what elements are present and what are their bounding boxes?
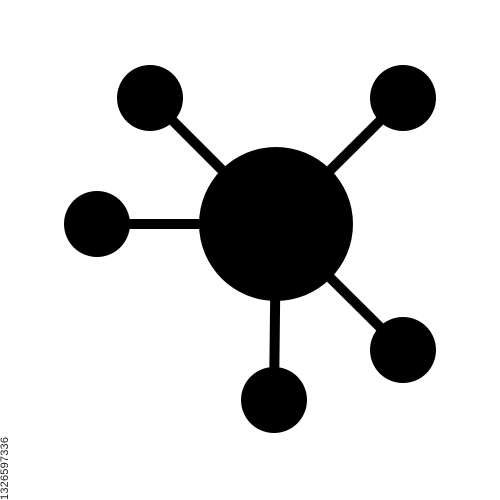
- node-bottom-right: [370, 317, 436, 383]
- node-top-left: [117, 65, 183, 131]
- node-top-right: [370, 65, 436, 131]
- hub-circle: [199, 147, 353, 301]
- node-bottom: [241, 367, 307, 433]
- node-left: [64, 191, 130, 257]
- stock-id-text: 1326597336: [0, 436, 11, 500]
